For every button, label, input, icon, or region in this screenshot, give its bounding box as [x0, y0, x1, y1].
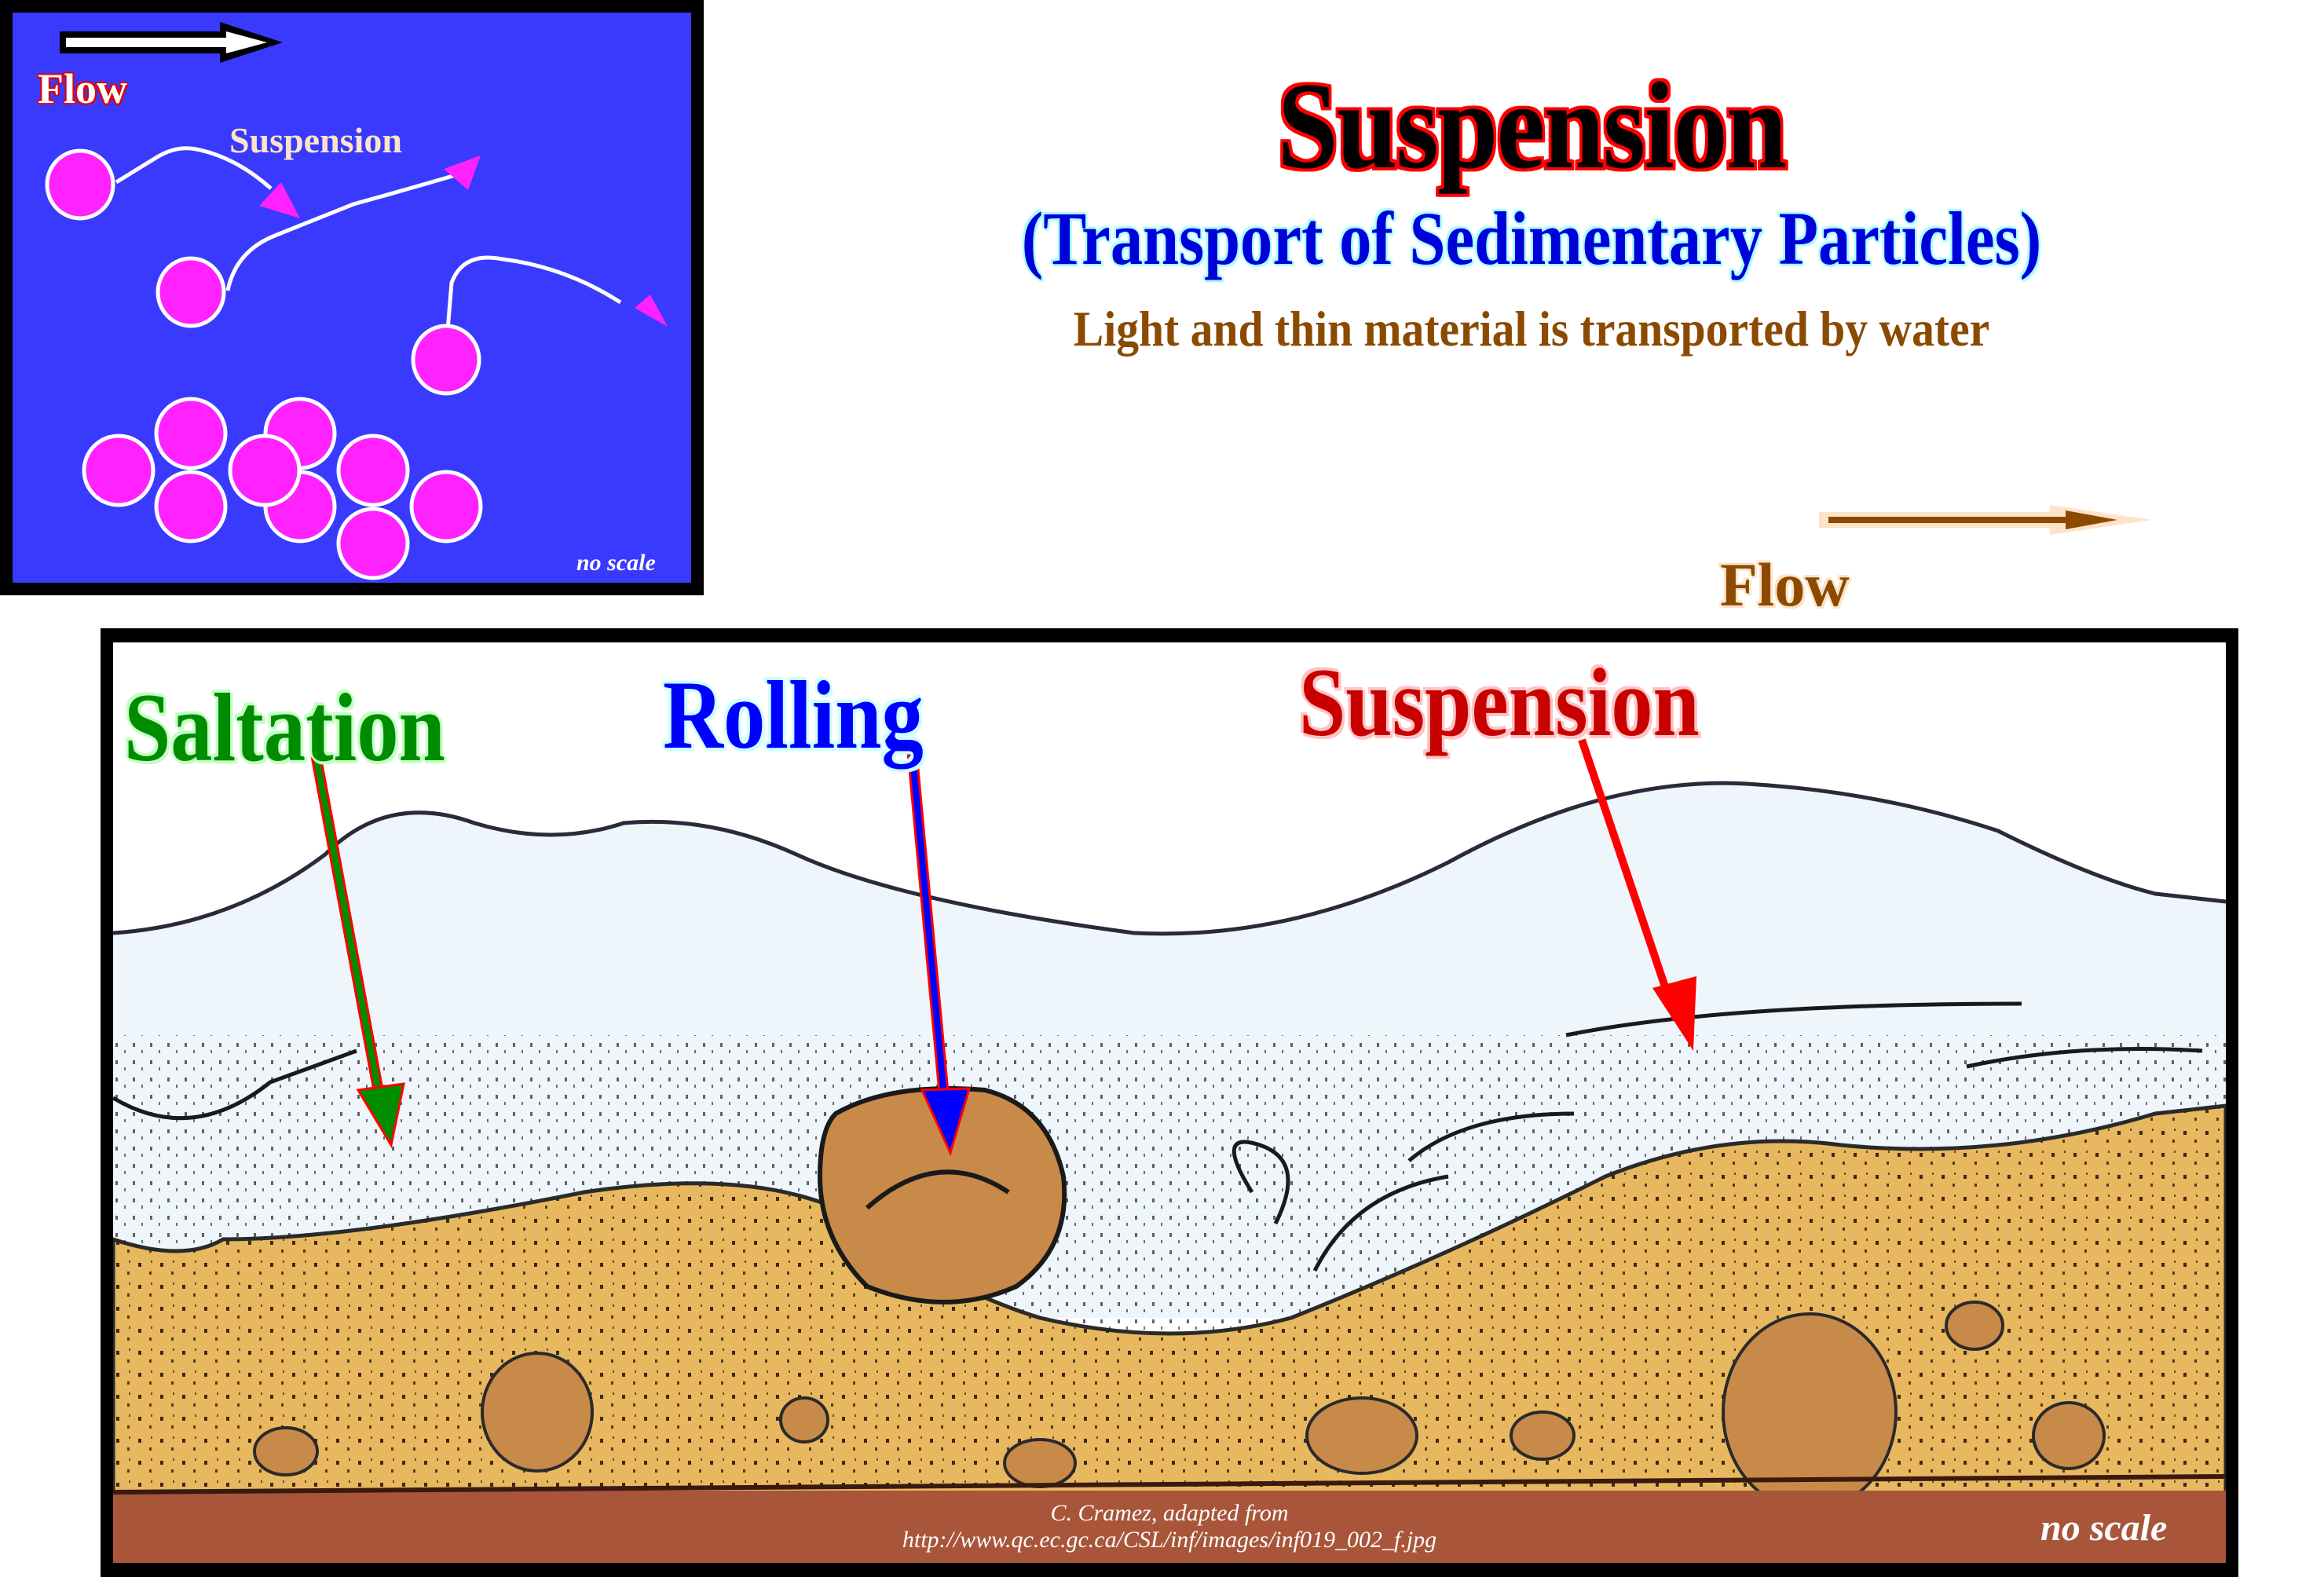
pebble	[779, 1396, 829, 1443]
particles	[45, 148, 483, 580]
arrowhead-icon	[356, 1082, 405, 1149]
flow-arrow-icon	[1819, 505, 2152, 535]
diagram-scale-note: no scale	[2040, 1507, 2168, 1549]
flow-lines	[113, 1001, 2203, 1272]
bedrock-boundary	[113, 1474, 2226, 1495]
saltation-label: Saltation	[124, 674, 445, 781]
water-surface-line	[113, 781, 2226, 936]
pebble	[1003, 1438, 1077, 1488]
trajectory-line	[115, 146, 273, 190]
arrowhead-icon	[920, 1087, 972, 1157]
trajectory-line	[445, 255, 622, 331]
flow-label: Flow	[1720, 551, 1850, 619]
particle-icon	[82, 434, 156, 507]
flow-line	[113, 1048, 357, 1121]
arrowhead-icon	[444, 156, 481, 190]
flow-arrow-icon	[60, 22, 283, 63]
arrowhead-icon	[635, 295, 668, 327]
flow-line	[1312, 1174, 1449, 1272]
particle-icon	[336, 507, 410, 580]
trajectory-lines	[115, 146, 622, 331]
rolling-boulder	[817, 1086, 1067, 1304]
pebble	[253, 1426, 319, 1476]
trajectory-arrowheads	[259, 156, 668, 327]
inset-suspension-label: Suspension	[229, 120, 402, 160]
particle-icon	[45, 148, 115, 221]
sediment-illustration	[113, 738, 2226, 1563]
particle-icon	[409, 470, 483, 543]
particle-icon	[411, 324, 481, 396]
boulder-roll-arrow	[866, 1169, 1010, 1210]
pebble	[1945, 1301, 2004, 1351]
credit-source: http://www.qc.ec.gc.ca/CSL/inf/images/in…	[902, 1527, 1437, 1553]
pebble	[2032, 1401, 2106, 1470]
pebble	[1510, 1411, 1576, 1461]
particle-icon	[228, 434, 302, 507]
pebble	[1305, 1396, 1418, 1475]
rolling-label: Rolling	[663, 661, 924, 769]
diagram-canvas: Saltation Rolling Suspension C. Cramez, …	[113, 642, 2226, 1563]
pebbles	[253, 1301, 2106, 1512]
inset-flow-label: Flow	[38, 65, 127, 112]
flow-line	[1966, 1047, 2203, 1069]
pebble	[481, 1352, 594, 1473]
inset-scale-note: no scale	[576, 550, 656, 576]
inset-panel: Flow Suspension no scale	[0, 0, 704, 595]
bedrock	[113, 1491, 2226, 1563]
main-diagram-panel: Saltation Rolling Suspension C. Cramez, …	[101, 628, 2238, 1577]
page-description: Light and thin material is transported b…	[1073, 301, 1990, 357]
page-subtitle: (Transport of Sedimentary Particles)	[1021, 196, 2042, 280]
suspension-label: Suspension	[1299, 649, 1700, 756]
arrowhead-icon	[1652, 976, 1696, 1051]
flow-line	[1407, 1111, 1575, 1162]
suspension-pointer	[1578, 738, 1696, 1051]
arrowhead-icon	[259, 182, 300, 218]
particle-icon	[156, 256, 226, 328]
particle-icon	[336, 434, 410, 507]
trajectory-line	[225, 170, 464, 291]
rolling-pointer	[906, 739, 972, 1157]
sand-bed	[113, 1103, 2226, 1509]
particle-icon	[154, 397, 228, 470]
inset-drawing	[45, 22, 668, 580]
flow-line	[1565, 1001, 2022, 1037]
particle-icon	[154, 470, 228, 543]
saltation-pointer	[310, 752, 405, 1149]
page-title: Suspension	[1277, 57, 1787, 195]
swirl-line	[1232, 1140, 1290, 1225]
credit-author: C. Cramez, adapted from	[1050, 1500, 1289, 1526]
